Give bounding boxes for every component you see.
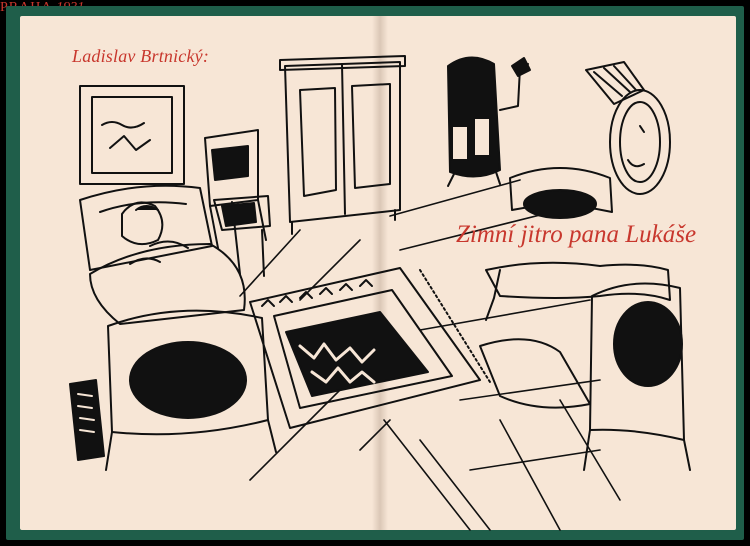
blanket (479, 338, 591, 409)
wall-mirror (585, 61, 671, 195)
chair (204, 129, 271, 277)
floor-boards (239, 179, 621, 531)
wardrobe (279, 55, 406, 235)
stove (447, 56, 531, 187)
book-title: Zimní jitro pana Lukáše (456, 221, 697, 248)
right-page (380, 16, 736, 530)
slippers (69, 379, 105, 461)
author-name: Ladislav Brtnický: (72, 46, 210, 66)
right-bed (485, 167, 691, 471)
rug (249, 267, 491, 429)
wall-picture (79, 85, 185, 185)
left-bed (79, 184, 277, 471)
